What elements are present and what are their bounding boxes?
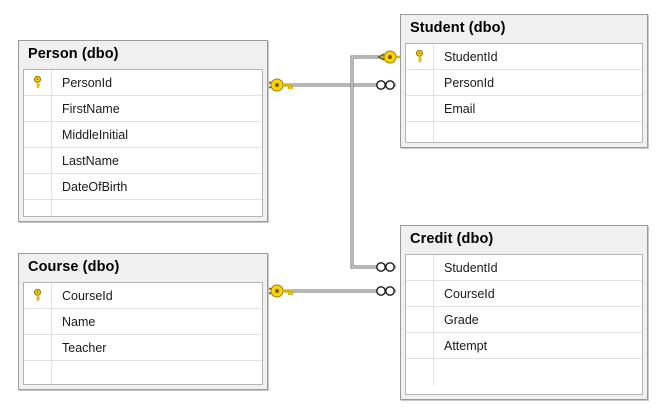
column-name: PersonId — [444, 75, 495, 90]
table-row[interactable]: PersonId — [24, 70, 262, 96]
primary-key-gutter — [406, 359, 434, 385]
primary-key-gutter — [24, 174, 52, 199]
primary-key-gutter — [24, 96, 52, 121]
primary-key-gutter — [406, 281, 434, 306]
primary-key-gutter — [406, 255, 434, 280]
column-grid-student: StudentId PersonId Email — [405, 43, 643, 143]
table-row[interactable]: CourseId — [406, 281, 642, 307]
column-name: CourseId — [62, 288, 113, 303]
table-course[interactable]: Course (dbo) CourseId Name Teacher — [18, 253, 268, 390]
table-student[interactable]: Student (dbo) StudentId PersonId Email — [400, 14, 648, 148]
primary-key-gutter — [406, 333, 434, 358]
table-title-student: Student (dbo) — [410, 20, 506, 36]
table-row[interactable]: StudentId — [406, 255, 642, 281]
column-name: LastName — [62, 153, 119, 168]
primary-key-gutter — [24, 283, 52, 308]
column-name: Name — [62, 314, 96, 329]
primary-key-gutter — [24, 361, 52, 384]
table-row[interactable]: Email — [406, 96, 642, 122]
table-row[interactable]: Teacher — [24, 335, 262, 361]
column-name: StudentId — [444, 260, 498, 275]
key-icon — [34, 76, 41, 88]
table-row[interactable]: FirstName — [24, 96, 262, 122]
table-person[interactable]: Person (dbo) PersonId FirstName MiddleI — [18, 40, 268, 222]
table-row[interactable]: LastName — [24, 148, 262, 174]
table-title-person: Person (dbo) — [28, 46, 119, 62]
relationship-key-icon-course — [264, 284, 294, 298]
table-row[interactable]: MiddleInitial — [24, 122, 262, 148]
crowsfoot-credit-studentid — [376, 262, 395, 272]
empty-row[interactable] — [406, 122, 642, 142]
column-name: Teacher — [62, 340, 107, 355]
table-title-course: Course (dbo) — [28, 259, 120, 275]
table-row[interactable]: Name — [24, 309, 262, 335]
column-grid-credit: StudentId CourseId Grade Attempt — [405, 254, 643, 395]
column-name: Attempt — [444, 338, 488, 353]
primary-key-gutter — [406, 70, 434, 95]
table-row[interactable]: DateOfBirth — [24, 174, 262, 200]
primary-key-gutter — [406, 122, 434, 142]
primary-key-gutter — [406, 96, 434, 121]
key-icon — [416, 50, 423, 62]
crowsfoot-credit-courseid — [376, 286, 395, 296]
table-title-credit: Credit (dbo) — [410, 231, 494, 247]
column-name: MiddleInitial — [62, 127, 129, 142]
primary-key-gutter — [24, 148, 52, 173]
primary-key-gutter — [24, 70, 52, 95]
table-row[interactable]: CourseId — [24, 283, 262, 309]
relationship-student-credit[interactable] — [350, 55, 396, 269]
column-name: CourseId — [444, 286, 495, 301]
primary-key-gutter — [406, 44, 434, 69]
primary-key-gutter — [24, 122, 52, 147]
primary-key-gutter — [24, 200, 52, 216]
primary-key-gutter — [24, 335, 52, 360]
primary-key-gutter — [24, 309, 52, 334]
column-grid-person: PersonId FirstName MiddleInitial LastNam… — [23, 69, 263, 217]
key-icon — [34, 289, 41, 301]
column-name: DateOfBirth — [62, 179, 128, 194]
empty-row[interactable] — [24, 200, 262, 216]
table-row[interactable]: Attempt — [406, 333, 642, 359]
table-row[interactable]: PersonId — [406, 70, 642, 96]
empty-row[interactable] — [24, 361, 262, 384]
column-name: Email — [444, 101, 476, 116]
column-name: FirstName — [62, 101, 120, 116]
table-row[interactable]: StudentId — [406, 44, 642, 70]
empty-row[interactable] — [406, 359, 642, 385]
column-grid-course: CourseId Name Teacher — [23, 282, 263, 385]
relationship-key-icon-person — [264, 78, 294, 92]
table-row[interactable]: Grade — [406, 307, 642, 333]
table-credit[interactable]: Credit (dbo) StudentId CourseId Grade At… — [400, 225, 648, 400]
column-name: Grade — [444, 312, 479, 327]
column-name: PersonId — [62, 75, 113, 90]
crowsfoot-student-personid — [376, 80, 395, 90]
column-name: StudentId — [444, 49, 498, 64]
primary-key-gutter — [406, 307, 434, 332]
